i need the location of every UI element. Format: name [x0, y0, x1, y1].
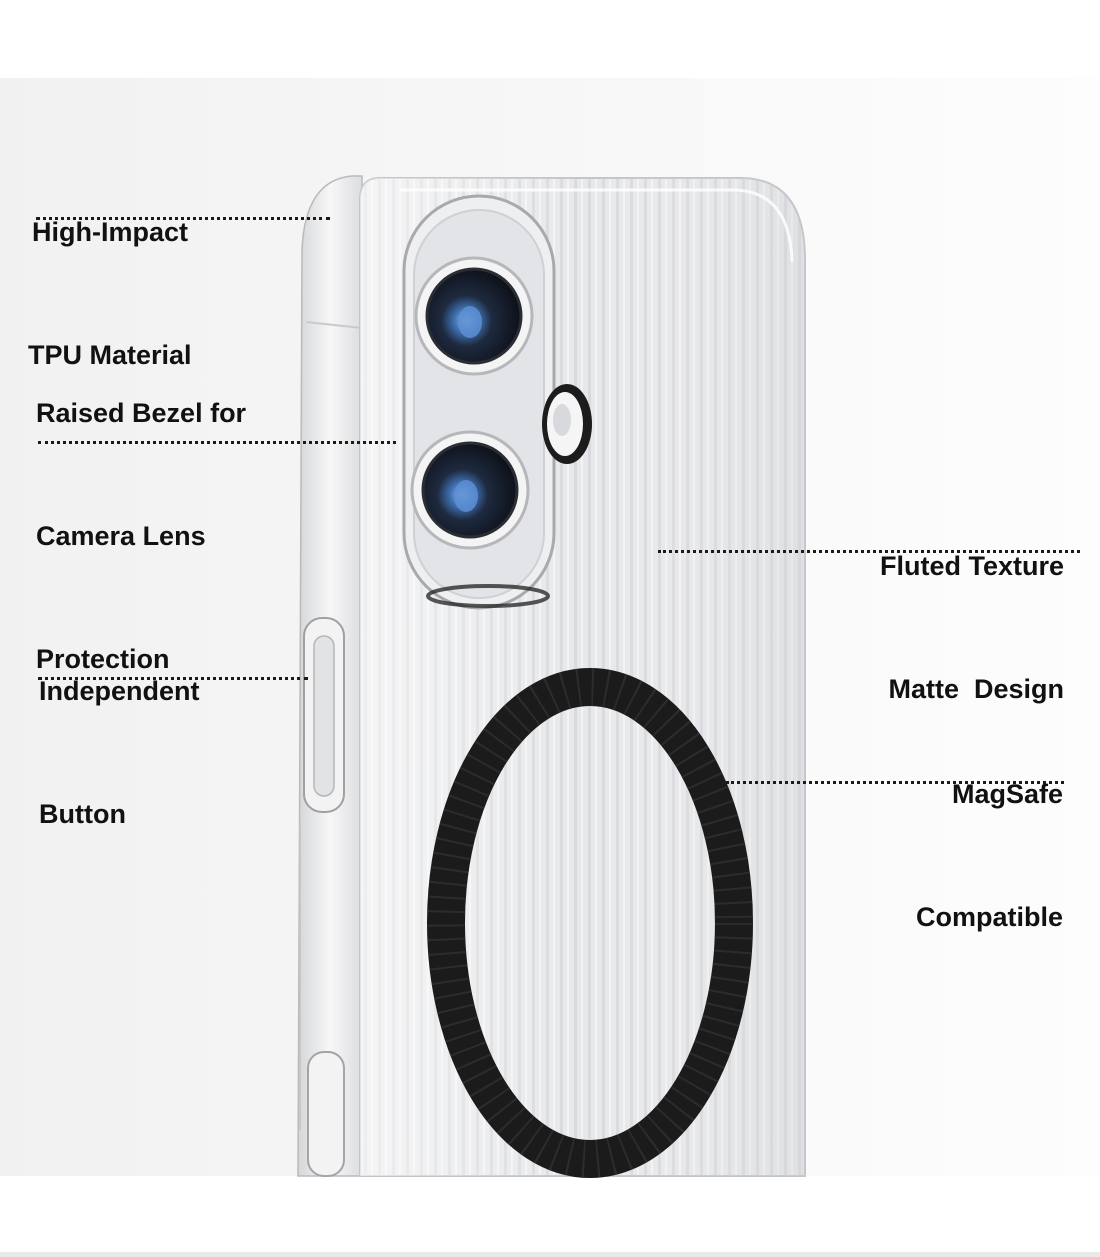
callout-line: Protection — [36, 644, 170, 674]
callout-line: Raised Bezel for — [36, 398, 247, 428]
leader-line-tpu — [36, 217, 330, 220]
callout-fluted-texture: Fluted Texture Matte Design — [880, 464, 1064, 792]
callout-raised-bezel: Raised Bezel for Camera Lens Protection — [36, 311, 246, 762]
callout-independent-button: Independent Button — [39, 589, 200, 917]
callout-line: Matte Design — [888, 674, 1064, 704]
leader-line-bezel — [38, 441, 396, 444]
bottom-margin — [0, 1176, 1100, 1257]
camera-lens-icon — [410, 430, 530, 550]
leader-line-button — [38, 677, 308, 680]
callout-line: MagSafe — [951, 779, 1063, 809]
leader-line-texture — [658, 550, 1080, 553]
callout-line: High-Impact — [32, 217, 189, 247]
callout-line: Button — [39, 799, 126, 829]
callout-magsafe: MagSafe Compatible — [916, 692, 1063, 1020]
callout-line: Camera Lens — [36, 521, 206, 551]
bottom-divider — [0, 1252, 1100, 1257]
camera-lens-icon — [414, 256, 534, 376]
magsafe-ring-icon — [427, 668, 753, 1178]
callout-line: Compatible — [915, 902, 1063, 932]
callout-line: TPU Material — [28, 340, 192, 370]
callout-tpu-material: High-Impact TPU Material — [28, 130, 192, 458]
side-button — [307, 1051, 345, 1177]
callout-line: Independent — [39, 676, 200, 706]
callout-line: Fluted Texture — [879, 551, 1064, 581]
flash-icon — [542, 384, 592, 464]
leader-line-magsafe — [726, 781, 1064, 784]
